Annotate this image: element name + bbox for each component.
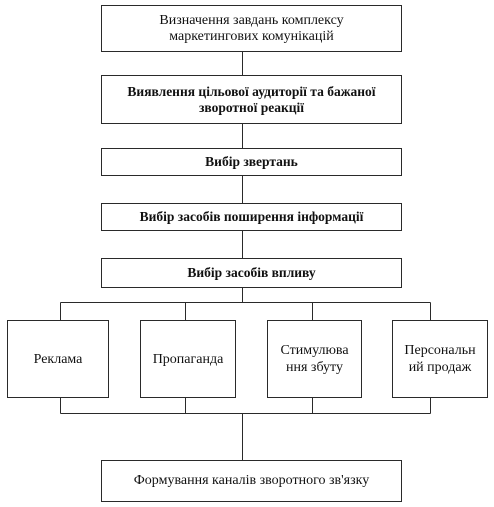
step-identify-audience-line-1: Виявлення цільової аудиторії та бажаної	[127, 83, 376, 99]
channel-stymuliuvannia-zbutu: Стимулюва ння збуту	[267, 320, 362, 398]
step-identify-audience: Виявлення цільової аудиторії та бажаної …	[101, 75, 402, 124]
step-choose-appeals-label: Вибір звертань	[205, 154, 298, 169]
step-feedback-channels-label: Формування каналів зворотного зв'язку	[133, 473, 370, 488]
step-choose-influence-means: Вибір засобів впливу	[101, 258, 402, 288]
step-feedback-channels: Формування каналів зворотного зв'язку	[101, 460, 402, 502]
step-choose-influence-means-label: Вибір засобів впливу	[187, 265, 316, 280]
step-choose-appeals: Вибір звертань	[101, 148, 402, 176]
step-define-tasks-line-2: маркетингових комунікацій	[169, 28, 334, 44]
channel-stymuliuvannia-line-2: ння збуту	[286, 360, 343, 375]
step-choose-media: Вибір засобів поширення інформації	[101, 203, 402, 231]
channel-propaganda-label: Пропаганда	[152, 351, 224, 367]
channel-personalnyi-prodazh: Персональн ий продаж	[392, 320, 488, 398]
channel-personalnyi-line-2: ий продаж	[408, 360, 472, 375]
step-define-tasks-line-1: Визначення завдань комплексу	[159, 12, 344, 28]
channel-stymuliuvannia-line-1: Стимулюва	[280, 343, 349, 358]
channel-reklama: Реклама	[7, 320, 109, 398]
channel-reklama-label: Реклама	[33, 351, 83, 367]
channel-propaganda: Пропаганда	[140, 320, 236, 398]
step-identify-audience-line-2: зворотної реакції	[198, 99, 305, 115]
channel-personalnyi-line-1: Персональн	[404, 343, 476, 358]
step-define-tasks: Визначення завдань комплексу маркетингов…	[101, 5, 402, 52]
step-choose-media-label: Вибір засобів поширення інформації	[139, 209, 364, 224]
